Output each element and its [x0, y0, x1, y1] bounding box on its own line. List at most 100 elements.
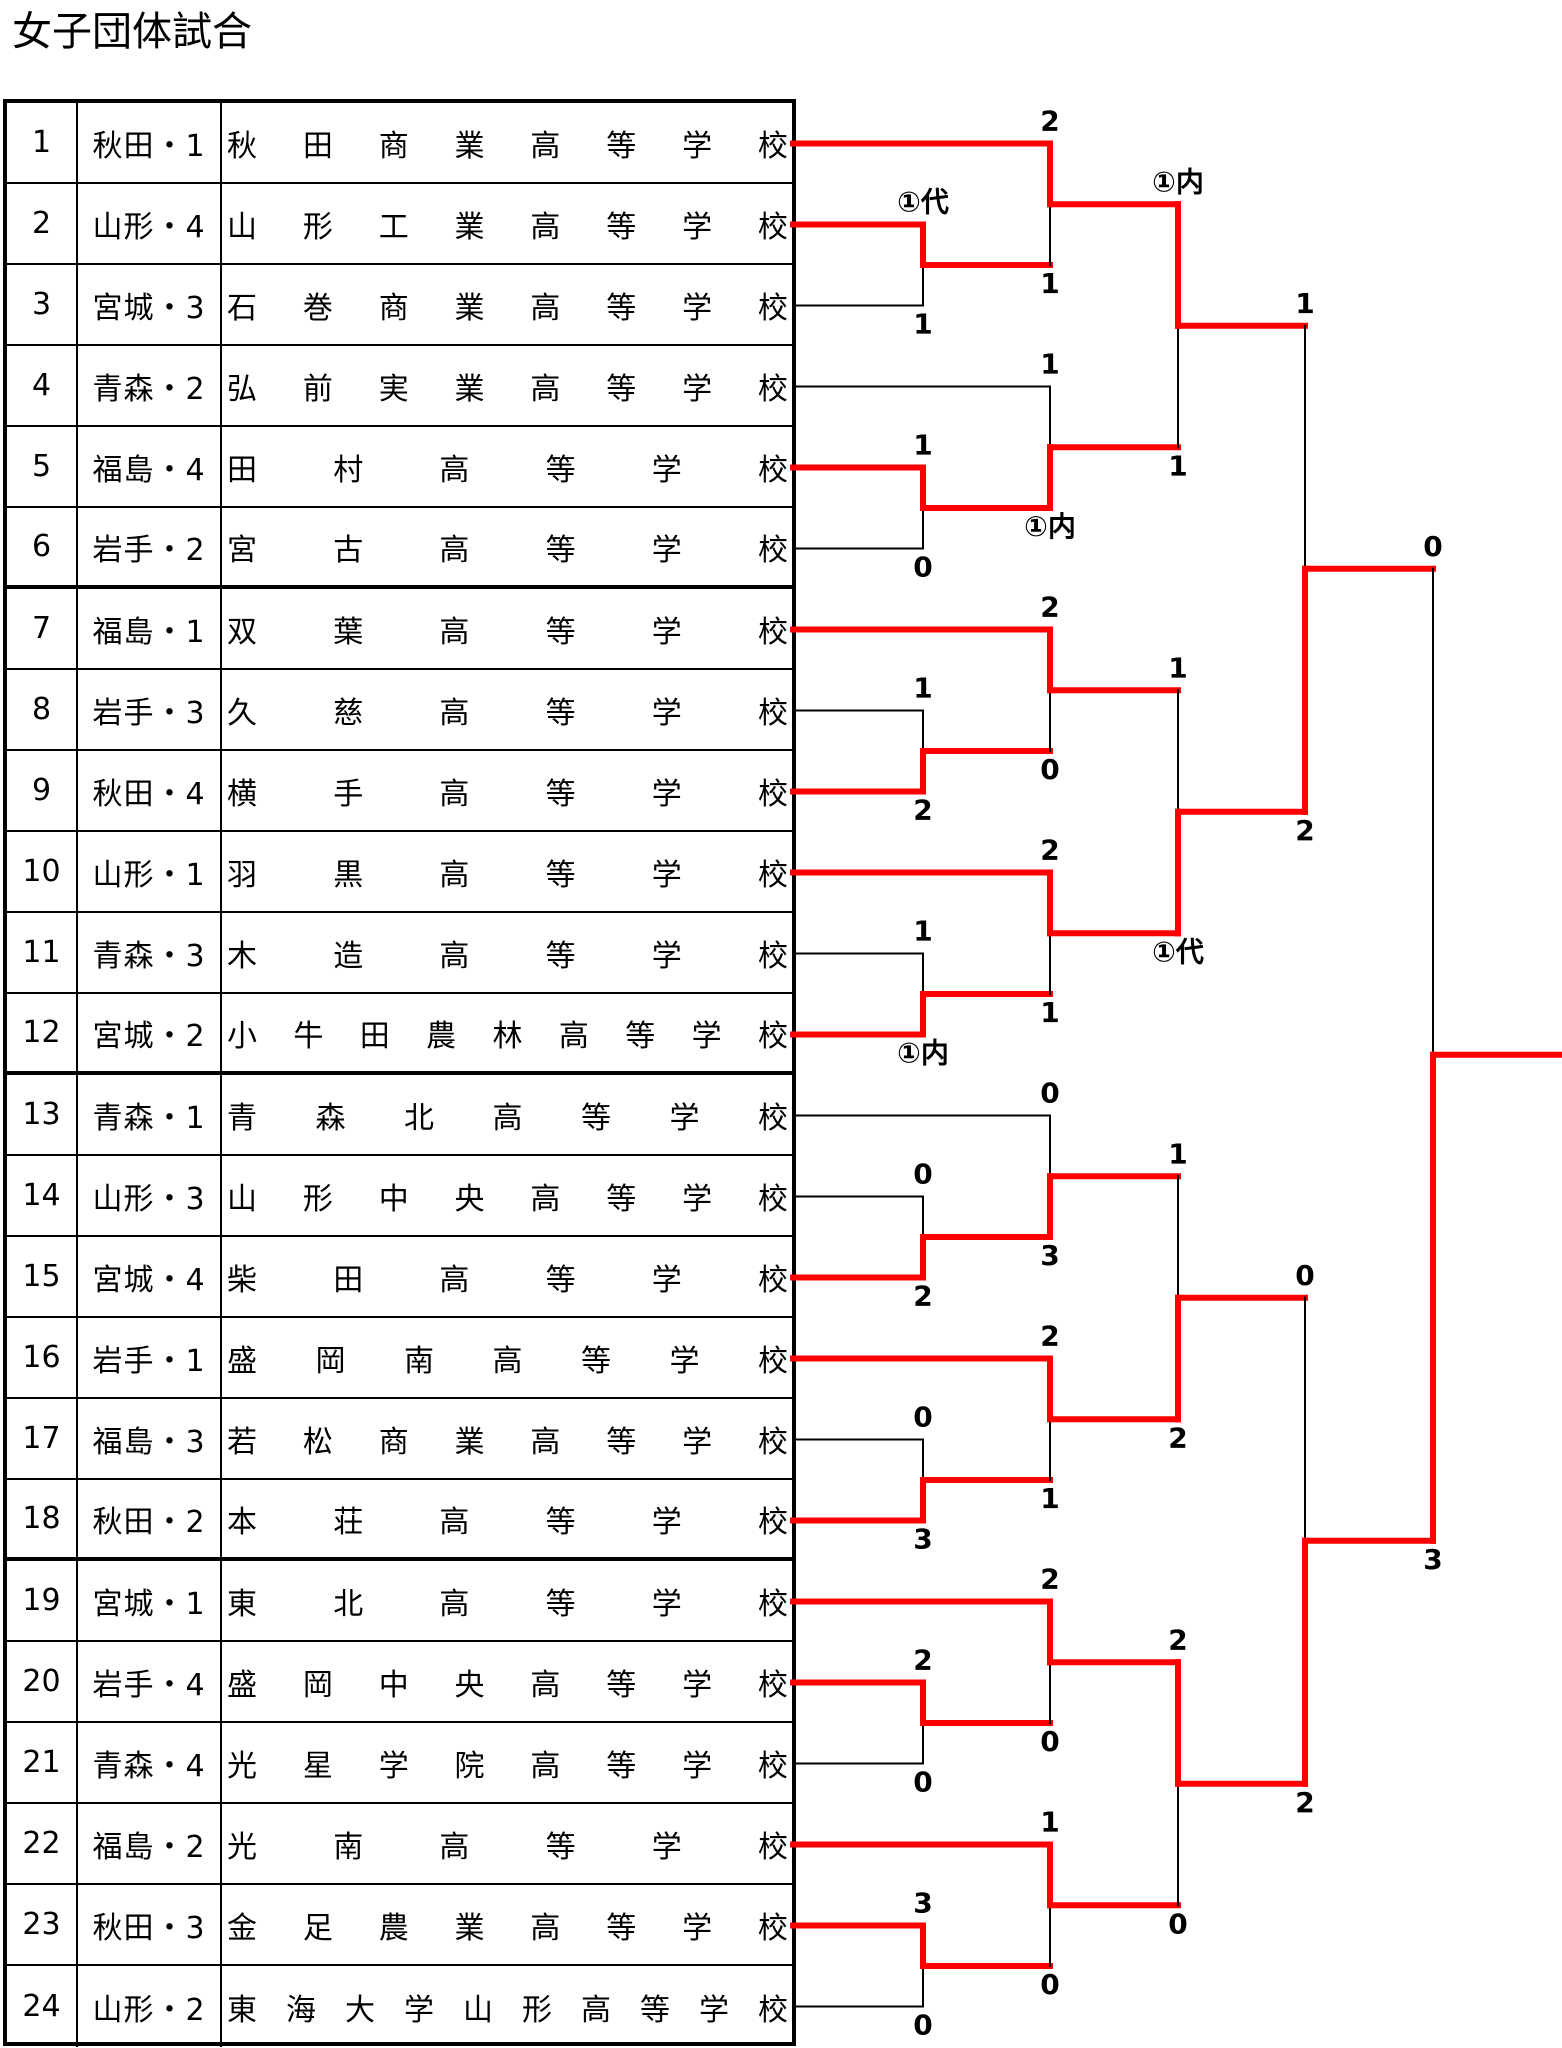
school-name-char: 高	[530, 1424, 561, 1460]
match-score: 2	[913, 1644, 932, 1677]
school-name-char: 学	[682, 1667, 713, 1703]
entry-prefecture: 岩手・2	[78, 508, 222, 585]
entry-number: 14	[7, 1156, 78, 1235]
match-score: 1	[913, 915, 932, 948]
school-name-char: 校	[757, 1667, 788, 1703]
school-name-char: 等	[545, 1504, 576, 1540]
school-name-char: 学	[651, 1504, 682, 1540]
entry-number: 3	[7, 265, 78, 344]
school-name-char: 葉	[333, 614, 364, 650]
entry-number: 21	[7, 1723, 78, 1802]
school-name-char: 業	[454, 290, 485, 326]
entry-prefecture: 秋田・2	[78, 1480, 222, 1557]
school-name-char: 央	[454, 1667, 485, 1703]
school-name-char: 校	[757, 695, 788, 731]
school-name-char: 学	[651, 1586, 682, 1622]
school-name-char: 高	[439, 1504, 470, 1540]
school-name-char: 学	[651, 614, 682, 650]
school-name-char: 学	[669, 1343, 700, 1379]
school-name-char: 等	[545, 695, 576, 731]
school-name-char: 岡	[302, 1667, 333, 1703]
school-name-char: 黒	[333, 857, 364, 893]
school-name-char: 青	[227, 1100, 257, 1136]
school-name-char: 松	[302, 1424, 333, 1460]
match-score: 1	[913, 308, 932, 341]
school-name-char: 高	[558, 1018, 589, 1054]
school-name-char: 大	[345, 1992, 375, 2028]
school-name-char: 高	[439, 1829, 470, 1865]
school-name-char: 中	[378, 1667, 409, 1703]
school-name-char: 等	[606, 1748, 637, 1784]
entry-number: 7	[7, 589, 78, 668]
school-name-char: 中	[378, 1181, 409, 1217]
school-name-char: 等	[606, 128, 637, 164]
match-score: 2	[1295, 1786, 1314, 1819]
entry-number: 1	[7, 103, 78, 182]
school-name-char: 星	[302, 1748, 333, 1784]
entry-prefecture: 福島・1	[78, 589, 222, 668]
entry-school: 東北高等学校	[222, 1561, 792, 1640]
school-name-char: 田	[302, 128, 333, 164]
entry-prefecture: 宮城・4	[78, 1237, 222, 1316]
school-name-char: 南	[404, 1343, 434, 1379]
match-score: 0	[1423, 530, 1442, 563]
match-score: 0	[913, 2009, 932, 2042]
entry-number: 20	[7, 1642, 78, 1721]
school-name-char: 等	[581, 1100, 611, 1136]
school-name-char: 高	[439, 1586, 470, 1622]
school-name-char: 高	[530, 371, 561, 407]
match-score: 2	[1040, 591, 1059, 624]
school-name-char: 北	[333, 1586, 364, 1622]
entry-prefecture: 岩手・4	[78, 1642, 222, 1721]
school-name-char: 業	[454, 128, 485, 164]
school-name-char: 高	[439, 614, 470, 650]
school-name-char: 学	[682, 1748, 713, 1784]
school-name-char: 学	[682, 1424, 713, 1460]
school-name-char: 横	[227, 776, 257, 812]
match-score: 0	[1168, 1907, 1187, 1940]
school-name-char: 校	[757, 1748, 788, 1784]
school-name-char: 等	[606, 371, 637, 407]
school-name-char: 等	[640, 1992, 670, 2028]
entry-prefecture: 青森・2	[78, 346, 222, 425]
school-name-char: 等	[606, 1910, 637, 1946]
entry-number: 13	[7, 1075, 78, 1154]
school-name-char: 学	[651, 938, 682, 974]
match-score: ①内	[1024, 510, 1076, 543]
entry-number: 22	[7, 1804, 78, 1883]
school-name-char: 等	[606, 290, 637, 326]
entry-prefecture: 秋田・1	[78, 103, 222, 182]
school-name-char: 石	[227, 290, 257, 326]
school-name-char: 業	[454, 1910, 485, 1946]
school-name-char: 等	[606, 1667, 637, 1703]
entry-school: 青森北高等学校	[222, 1075, 792, 1154]
school-name-char: 学	[651, 1829, 682, 1865]
school-name-char: 若	[227, 1424, 257, 1460]
entry-prefecture: 青森・3	[78, 913, 222, 992]
school-name-char: 柴	[227, 1262, 257, 1298]
school-name-char: 高	[530, 1667, 561, 1703]
entry-number: 23	[7, 1885, 78, 1964]
school-name-char: 木	[227, 938, 257, 974]
school-name-char: 等	[581, 1343, 611, 1379]
school-name-char: 校	[757, 1181, 788, 1217]
school-name-char: 学	[682, 1910, 713, 1946]
entry-number: 5	[7, 427, 78, 506]
school-name-char: 校	[758, 1100, 788, 1136]
entry-school: 盛岡中央高等学校	[222, 1642, 792, 1721]
school-name-char: 学	[651, 1262, 682, 1298]
match-score: 2	[1168, 1623, 1187, 1656]
match-score: 2	[913, 794, 932, 827]
entry-number: 10	[7, 832, 78, 911]
